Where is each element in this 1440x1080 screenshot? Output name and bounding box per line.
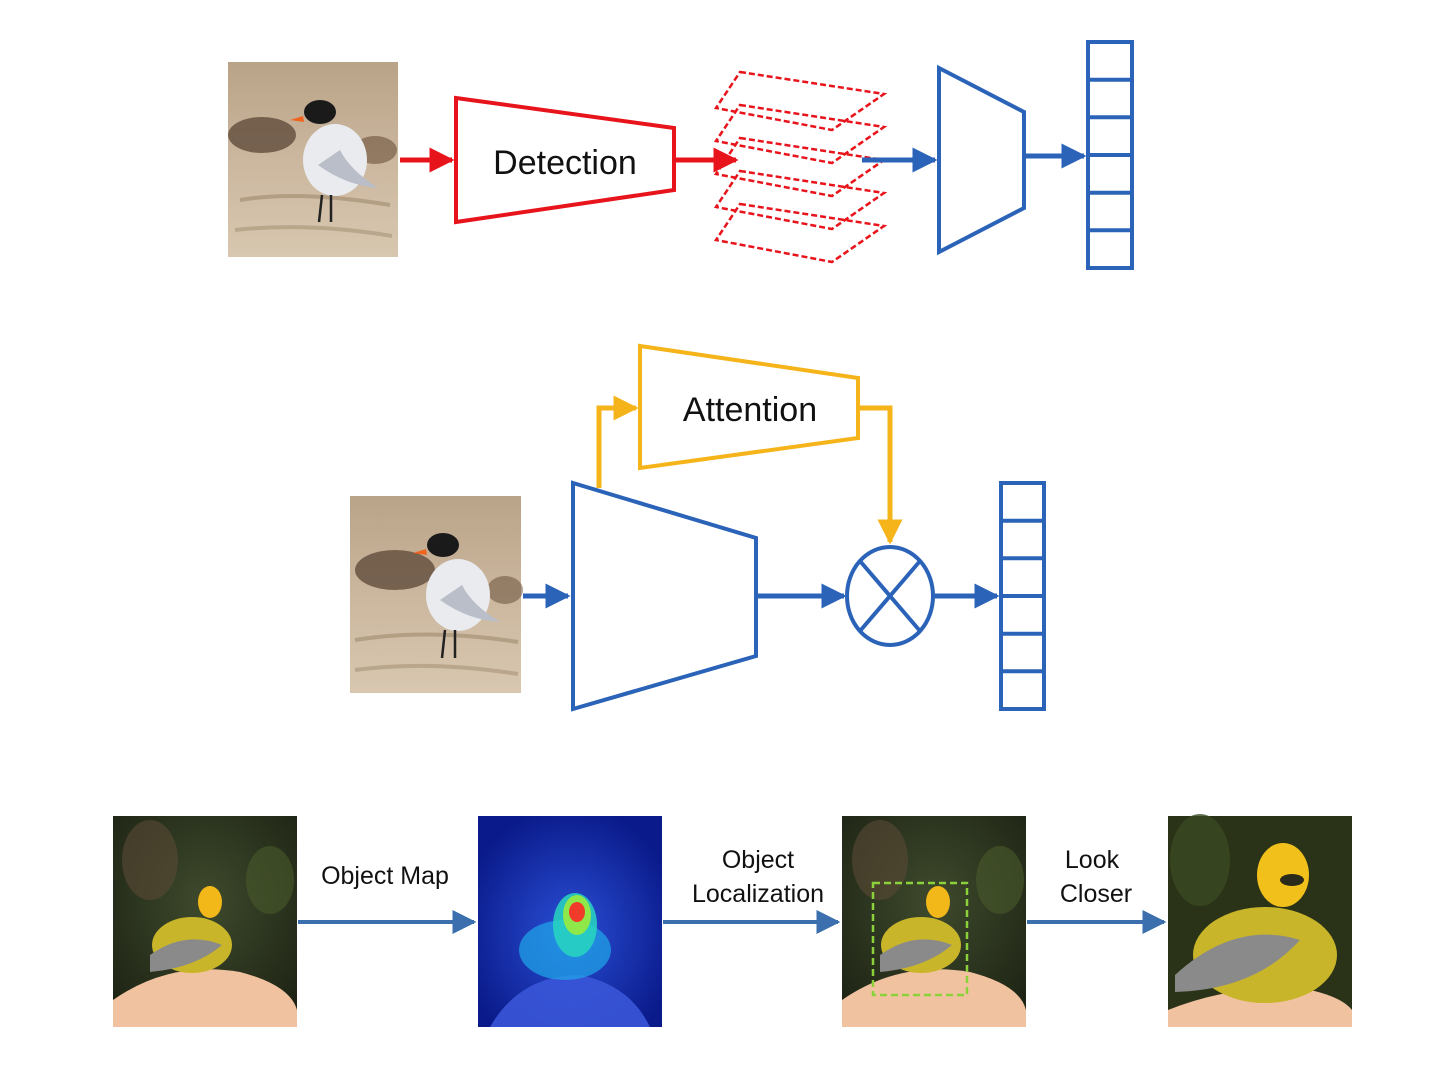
step2-label-line2: Localization: [692, 880, 824, 908]
bottom-input-photo: [113, 816, 297, 1027]
top-encoder-module: [937, 64, 1026, 256]
arrow-attention-to-multiply: [858, 405, 903, 545]
arrow-encoder-to-attention: [596, 395, 639, 488]
middle-feature-vector: [999, 481, 1046, 711]
middle-input-photo: [350, 496, 523, 693]
circle-times-icon: [845, 545, 935, 647]
step3-label-line2: Closer: [1060, 880, 1132, 908]
attention-module: Attention: [638, 343, 860, 471]
attention-label: Attention: [683, 391, 817, 429]
step3-label-line1: Look: [1065, 846, 1120, 874]
step1-label: Object Map: [321, 862, 449, 890]
localization-crop-box: [871, 881, 969, 997]
region-proposals-stack: [713, 70, 888, 264]
localized-photo: [842, 816, 1026, 1027]
step2-label-line1: Object: [722, 846, 794, 874]
zoomed-crop-photo: [1168, 814, 1352, 1027]
top-feature-vector: [1086, 40, 1134, 270]
detection-module: Detection: [454, 95, 676, 225]
middle-encoder-module: [571, 480, 758, 712]
top-input-photo: [228, 62, 398, 257]
detection-label: Detection: [493, 144, 637, 182]
object-map-heatmap: [478, 816, 662, 1027]
